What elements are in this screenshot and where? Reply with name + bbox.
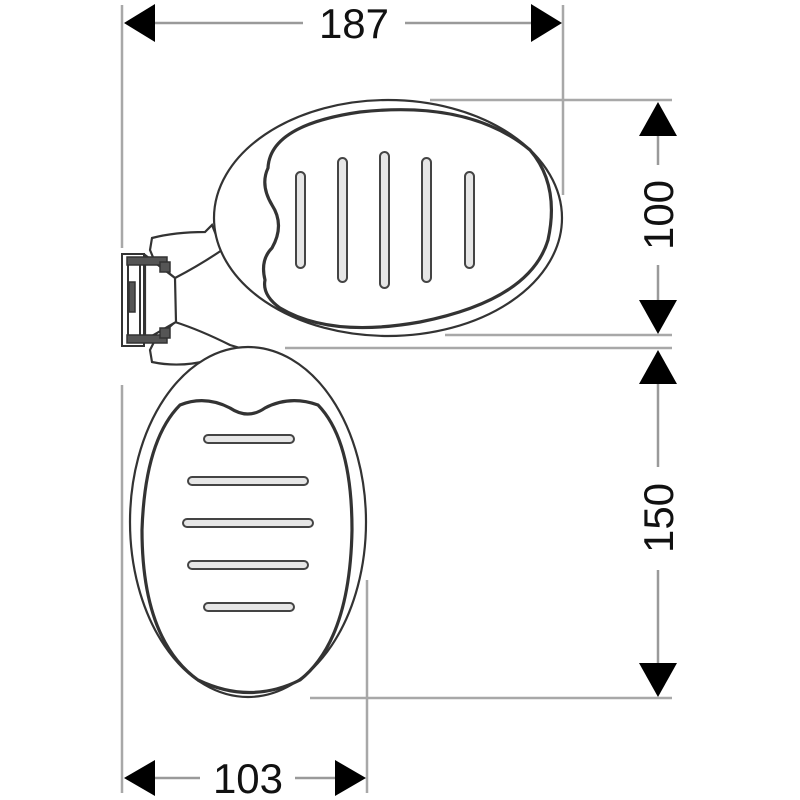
arrow-up-icon xyxy=(639,350,677,384)
dimension-lower-width: 103 xyxy=(124,755,366,800)
dimension-lower-height: 150 xyxy=(635,350,682,697)
arrow-down-icon xyxy=(639,300,677,334)
dimension-upper-height: 100 xyxy=(635,102,682,334)
upper-soap-dish xyxy=(212,98,564,338)
extension-lines xyxy=(120,5,672,793)
arrow-left-icon xyxy=(124,4,155,42)
arrow-right-icon xyxy=(335,760,366,796)
dimension-label-103: 103 xyxy=(213,755,283,800)
dimension-overall-width: 187 xyxy=(124,0,562,47)
dimension-label-187: 187 xyxy=(319,0,389,47)
arrow-up-icon xyxy=(639,102,677,136)
arrow-right-icon xyxy=(531,4,562,42)
lower-soap-dish xyxy=(128,345,368,699)
dimension-label-100: 100 xyxy=(635,180,682,250)
drain-slots xyxy=(182,434,314,612)
arrow-down-icon xyxy=(639,663,677,697)
arrow-left-icon xyxy=(124,760,155,796)
dimension-label-150: 150 xyxy=(635,483,682,553)
wall-bracket xyxy=(121,223,244,366)
drain-slots xyxy=(295,151,475,289)
